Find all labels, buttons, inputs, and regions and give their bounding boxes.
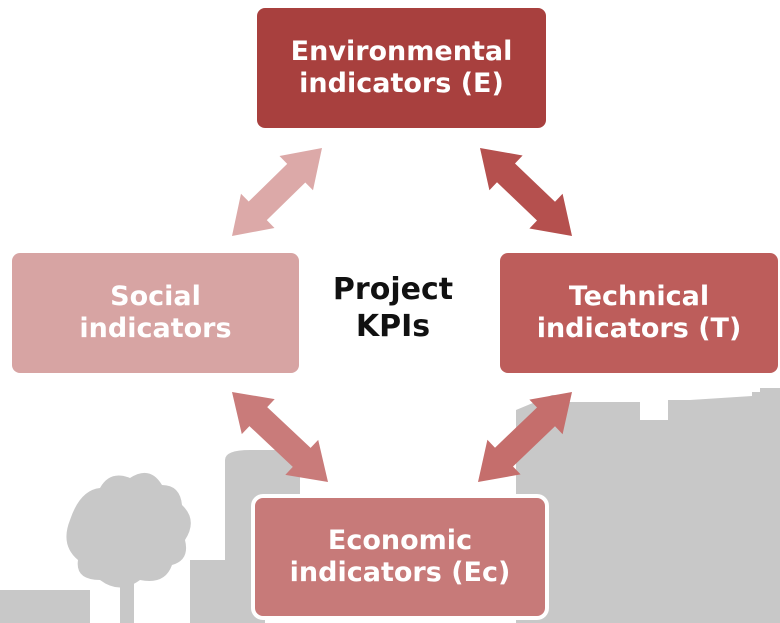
environmental-node-line1: Environmental [290, 35, 513, 67]
environmental-node-line2: indicators (E) [299, 68, 504, 99]
center-label-line1: Project [332, 271, 454, 307]
social-indicators-node: Social indicators [12, 253, 299, 373]
arrow-technical-economic [478, 392, 572, 482]
arrow-environmental-social [232, 148, 322, 236]
center-label-line2: KPIs [355, 309, 431, 344]
social-node-line1: Social [110, 280, 201, 312]
social-node-line2: indicators [79, 313, 232, 344]
environmental-indicators-node: Environmental indicators (E) [257, 8, 546, 128]
technical-indicators-node: Technical indicators (T) [500, 253, 778, 373]
economic-node-line1: Economic [327, 524, 473, 556]
arrow-environmental-technical [480, 148, 572, 236]
arrow-social-economic [232, 392, 328, 482]
center-label: Project KPIs [318, 258, 468, 358]
economic-node-line2: indicators (Ec) [289, 557, 511, 588]
technical-node-line1: Technical [568, 280, 710, 312]
economic-indicators-node: Economic indicators (Ec) [251, 494, 549, 620]
technical-node-line2: indicators (T) [536, 313, 742, 344]
